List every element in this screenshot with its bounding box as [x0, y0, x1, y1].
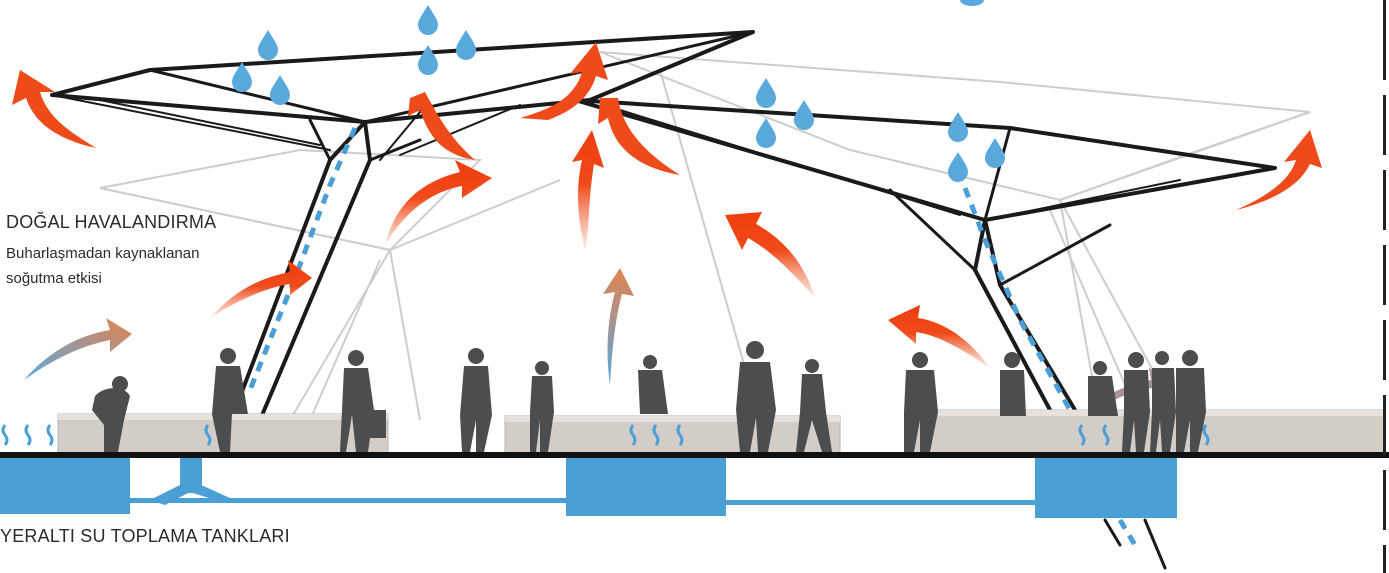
person-icon: [1088, 361, 1118, 416]
ground-line: [0, 452, 1389, 458]
ventilation-title: DOĞAL HAVALANDIRMA: [6, 212, 217, 232]
water-drop-icon: [985, 138, 1005, 168]
tanks-label: YERALTI SU TOPLAMA TANKLARI: [0, 526, 290, 546]
warm-air-arrow-icon: [888, 305, 990, 368]
warm-air-arrows: [12, 42, 1322, 368]
warm-air-arrow-icon: [572, 130, 604, 250]
tank-pipe: [130, 498, 566, 503]
cool-air-arrow-icon: [603, 268, 634, 385]
tank: [0, 458, 130, 514]
water-drop-icon: [948, 152, 968, 182]
water-drop-icon: [756, 118, 776, 148]
warm-air-arrow-icon: [408, 92, 475, 160]
people: [92, 341, 1206, 452]
right-dashed-border: [1383, 0, 1386, 573]
water-downpipes: [247, 126, 1138, 547]
cooling-caption-line1: Buharlaşmadan kaynaklanan: [6, 245, 200, 262]
water-drop-icon: [960, 0, 984, 6]
warm-air-arrow-icon: [12, 70, 96, 148]
water-drop-icon: [232, 62, 252, 92]
warm-air-arrow-icon: [520, 42, 608, 120]
water-drop-icon: [756, 78, 776, 108]
tank-inflow: [150, 480, 230, 505]
person-icon: [1000, 352, 1026, 416]
warm-air-arrow-icon: [210, 260, 312, 318]
evaporation-marks: [1, 424, 1210, 446]
tank-pipe: [726, 500, 1035, 505]
warm-air-arrow-icon: [725, 212, 815, 298]
person-icon: [92, 376, 130, 452]
person-icon: [638, 355, 668, 414]
rain-drops: [232, 0, 1005, 182]
cooling-caption-line2: soğutma etkisi: [6, 270, 102, 287]
tank: [566, 458, 726, 516]
water-drop-icon: [270, 75, 290, 105]
cool-air-arrow-icon: [1072, 368, 1175, 430]
water-drop-icon: [948, 112, 968, 142]
person-icon: [340, 350, 386, 452]
water-drop-icon: [456, 30, 476, 60]
person-icon: [796, 359, 832, 452]
person-icon: [530, 361, 554, 452]
person-icon: [460, 348, 492, 452]
water-drop-icon: [418, 5, 438, 35]
warm-air-arrow-icon: [1236, 130, 1322, 210]
person-icon: [212, 348, 248, 452]
warm-air-arrow-icon: [598, 98, 680, 175]
water-drop-icon: [794, 100, 814, 130]
cool-air-arrows: [24, 268, 1175, 430]
water-drop-icon: [418, 45, 438, 75]
person-icon: [904, 352, 938, 452]
person-icon: [1150, 351, 1176, 452]
bench: [504, 415, 841, 455]
cool-air-arrow-icon: [24, 318, 132, 380]
tank: [1035, 458, 1177, 518]
person-icon: [1176, 350, 1206, 452]
person-icon: [736, 341, 776, 452]
canopy-structure: [50, 30, 1277, 570]
water-drop-icon: [258, 30, 278, 60]
warm-air-arrow-icon: [385, 160, 492, 245]
water-tanks: [0, 458, 1177, 518]
person-icon: [1122, 352, 1150, 452]
